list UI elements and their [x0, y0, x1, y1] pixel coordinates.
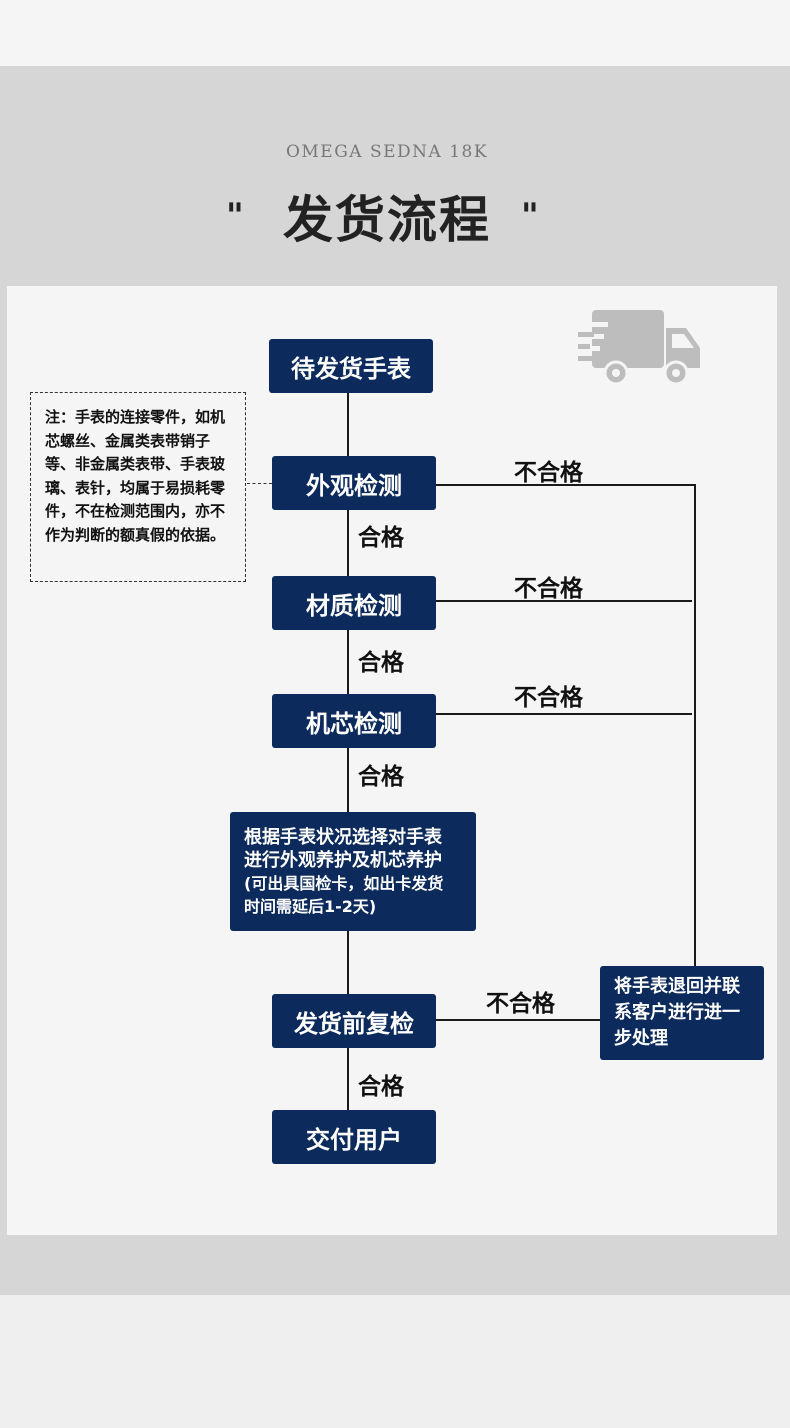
maintenance-line-1: 根据手表状况选择对手表 [244, 826, 442, 848]
connector-maintenance-recheck [347, 931, 349, 994]
quote-mark-left: " [226, 196, 244, 236]
return-line-3: 步处理 [614, 1028, 668, 1049]
delivery-truck-icon [578, 310, 700, 386]
page-title: 发货流程 [283, 190, 491, 249]
step-deliver-to-user: 交付用户 [272, 1110, 436, 1164]
maintenance-line-3: (可出具国检卡，如出卡发货 [244, 873, 444, 893]
label-fail-movement: 不合格 [514, 685, 583, 711]
step-maintenance: 根据手表状况选择对手表 进行外观养护及机芯养护 (可出具国检卡，如出卡发货 时间… [230, 812, 476, 931]
fail-line-movement [436, 713, 692, 715]
step-pending-watch: 待发货手表 [269, 339, 433, 393]
bottom-band [0, 1295, 790, 1428]
label-fail-material: 不合格 [514, 576, 583, 602]
step-material-check: 材质检测 [272, 576, 436, 630]
note-connector [247, 483, 272, 484]
return-line-1: 将手表退回并联 [614, 976, 740, 997]
top-band [0, 0, 790, 66]
label-fail-appearance: 不合格 [514, 460, 583, 486]
fail-return-line [694, 484, 696, 966]
label-fail-recheck: 不合格 [486, 991, 555, 1017]
connector-material-movement [347, 630, 349, 694]
fail-line-appearance [436, 484, 696, 486]
connector-pending-appearance [347, 393, 349, 456]
step-return-to-customer: 将手表退回并联 系客户进行进一 步处理 [600, 966, 764, 1060]
step-movement-check: 机芯检测 [272, 694, 436, 748]
connector-recheck-deliver [347, 1048, 349, 1110]
quote-mark-right: " [521, 196, 539, 236]
step-pre-shipment-recheck: 发货前复检 [272, 994, 436, 1048]
return-line-2: 系客户进行进一 [614, 1002, 740, 1023]
brand-subtitle: OMEGA SEDNA 18K [285, 142, 489, 162]
fail-line-material [436, 600, 692, 602]
maintenance-line-4: 时间需延后1-2天) [244, 896, 377, 916]
connector-movement-maintenance [347, 748, 349, 812]
label-pass-appearance: 合格 [358, 525, 404, 551]
fail-line-recheck [436, 1019, 600, 1021]
label-pass-recheck: 合格 [358, 1074, 404, 1100]
label-pass-movement: 合格 [358, 764, 404, 790]
note-box: 注：手表的连接零件，如机芯螺丝、金属类表带销子等、非金属类表带、手表玻璃、表针，… [30, 392, 246, 582]
label-pass-material: 合格 [358, 650, 404, 676]
step-appearance-check: 外观检测 [272, 456, 436, 510]
connector-appearance-material [347, 510, 349, 576]
maintenance-line-2: 进行外观养护及机芯养护 [244, 849, 442, 871]
